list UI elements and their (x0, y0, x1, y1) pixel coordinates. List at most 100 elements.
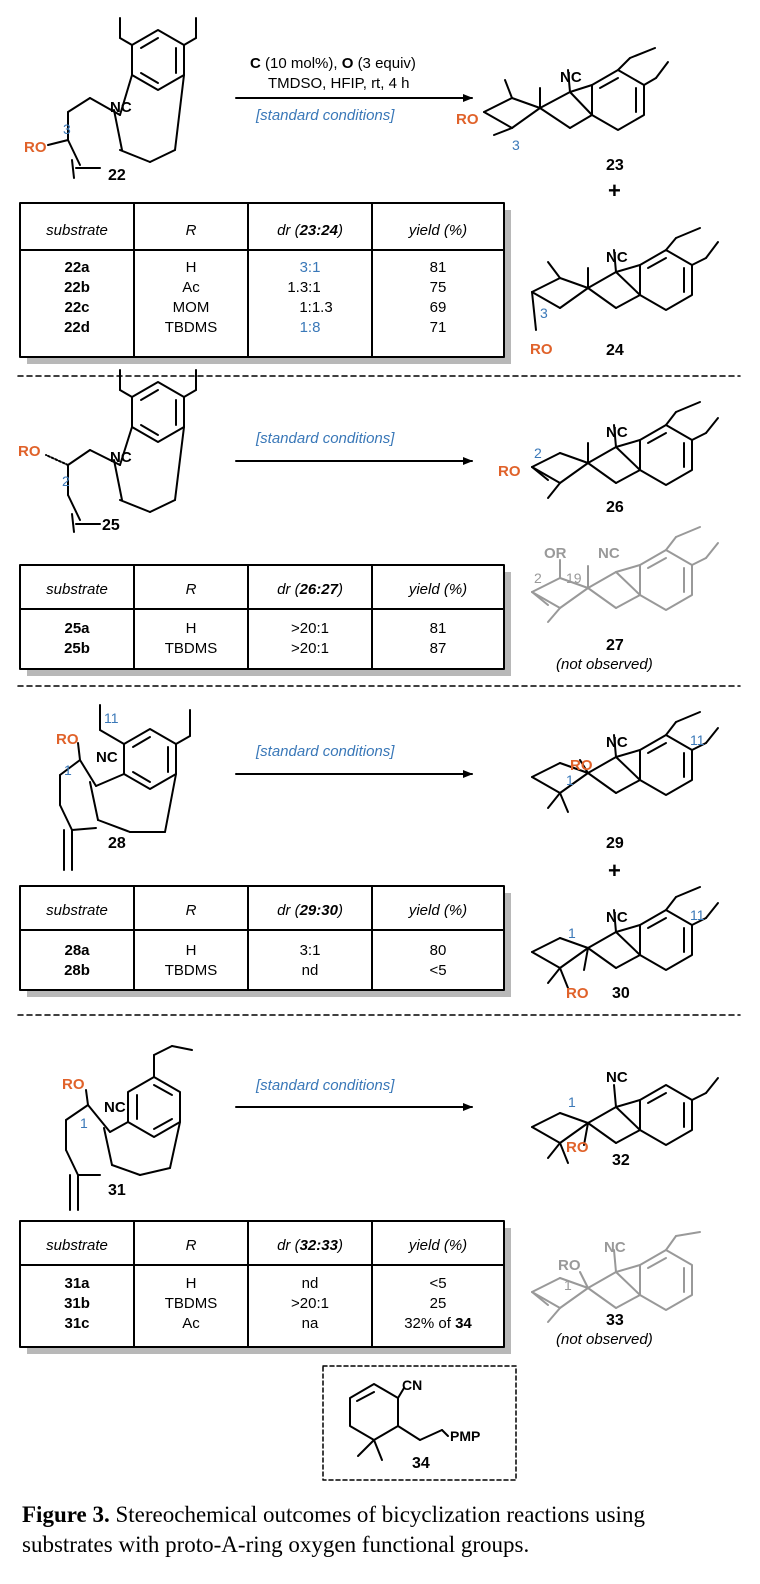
conditions-line2: TMDSO, HFIP, rt, 4 h (268, 75, 409, 92)
dr-table-23-24 (19, 202, 505, 358)
position-label: 3 (63, 121, 71, 137)
header-dr: dr (32:33) (277, 1237, 343, 1254)
compound-34-box (322, 1365, 517, 1481)
or-label: OR (544, 545, 567, 562)
svg-text:87: 87 (430, 640, 447, 657)
dr-table-32-33 (19, 1220, 505, 1348)
nc-label: NC (606, 909, 628, 926)
cn-label: CN (402, 1377, 422, 1393)
dr-table-29-30 (19, 885, 505, 991)
ro-label: RO (24, 139, 47, 156)
substrate-28-structure (59, 704, 191, 871)
compound-number: 33 (606, 1312, 624, 1329)
table-row: 28a H 3:1 80 (64, 942, 446, 959)
compound-number: 25 (102, 517, 120, 534)
svg-text:3:1: 3:1 (300, 259, 321, 276)
substrate-25-structure (45, 369, 197, 533)
svg-text:28a: 28a (64, 942, 90, 959)
header-dr: dr (29:30) (277, 902, 343, 919)
svg-text:Ac: Ac (182, 279, 200, 296)
svg-text:<5: <5 (429, 1275, 446, 1292)
nc-label: NC (606, 734, 628, 751)
header-yield: yield (%) (408, 1237, 467, 1254)
nc-label: NC (110, 99, 132, 116)
svg-text:3:1: 3:1 (300, 942, 321, 959)
nc-label: NC (606, 1069, 628, 1086)
ro-label: RO (498, 463, 521, 480)
header-dr: dr (26:27) (277, 581, 343, 598)
standard-conditions-label: [standard conditions] (255, 430, 395, 447)
position-label: 2 (62, 473, 70, 489)
product-32-structure (531, 1077, 719, 1164)
position-label: 1 (64, 762, 72, 778)
svg-text:>20:1: >20:1 (291, 640, 329, 657)
header-dr: dr (23:24) (277, 222, 343, 239)
svg-text:22d: 22d (64, 319, 90, 336)
compound-number: 27 (606, 637, 624, 654)
svg-text:Ac: Ac (182, 1315, 200, 1332)
standard-conditions-label: [standard conditions] (255, 743, 395, 760)
caption-text: Stereochemical outcomes of bicyclization… (22, 1502, 645, 1557)
not-observed-label: (not observed) (556, 1331, 653, 1348)
standard-conditions-label: [standard conditions] (255, 107, 395, 124)
compound-number: 28 (108, 835, 126, 852)
nc-label: NC (110, 449, 132, 466)
compound-number: 22 (108, 167, 126, 184)
svg-text:25a: 25a (64, 620, 90, 637)
figure-caption: Figure 3. Stereochemical outcomes of bic… (22, 1500, 740, 1560)
svg-text:28b: 28b (64, 962, 90, 979)
ro-label: RO (570, 757, 593, 774)
not-observed-label: (not observed) (556, 656, 653, 673)
header-r: R (186, 902, 197, 919)
svg-text:na: na (302, 1315, 319, 1332)
svg-text:22b: 22b (64, 279, 90, 296)
svg-text:TBDMS: TBDMS (165, 640, 218, 657)
svg-text:H: H (186, 1275, 197, 1292)
position-label: 2 (534, 570, 542, 586)
ro-label: RO (456, 111, 479, 128)
svg-text:H: H (186, 942, 197, 959)
svg-text:25: 25 (430, 1295, 447, 1312)
ro-label: RO (62, 1076, 85, 1093)
position-label: 11 (104, 710, 119, 726)
compound-number: 30 (612, 985, 630, 1002)
nc-label: NC (606, 424, 628, 441)
nc-label: NC (96, 749, 118, 766)
compound-number: 23 (606, 157, 624, 174)
position-label: 1 (80, 1115, 88, 1131)
position-label: 2 (534, 445, 542, 461)
position-label: 11 (690, 907, 705, 923)
product-26-structure (531, 401, 719, 499)
svg-text:1:1.3: 1:1.3 (299, 299, 332, 316)
product-29-structure (531, 711, 719, 813)
ro-label: RO (530, 341, 553, 358)
header-r: R (186, 1237, 197, 1254)
product-23-structure (483, 47, 669, 136)
svg-text:1.3:1: 1.3:1 (287, 279, 320, 296)
svg-text:nd: nd (302, 962, 319, 979)
header-yield: yield (%) (408, 902, 467, 919)
svg-text:32% of 34: 32% of 34 (404, 1315, 472, 1332)
header-substrate: substrate (46, 581, 108, 598)
svg-text:TBDMS: TBDMS (165, 319, 218, 336)
compound-number: 29 (606, 835, 624, 852)
ro-label: RO (566, 985, 589, 1002)
pmp-label: PMP (450, 1428, 480, 1444)
ro-label: RO (18, 443, 41, 460)
ro-label: RO (56, 731, 79, 748)
header-substrate: substrate (46, 1237, 108, 1254)
position-label: 3 (540, 305, 548, 321)
svg-text:25b: 25b (64, 640, 90, 657)
nc-label: NC (560, 69, 582, 86)
svg-text:1:8: 1:8 (300, 319, 321, 336)
svg-text:80: 80 (430, 942, 447, 959)
svg-text:<5: <5 (429, 962, 446, 979)
header-substrate: substrate (46, 902, 108, 919)
position-label: 1 (564, 1277, 572, 1293)
svg-text:>20:1: >20:1 (291, 620, 329, 637)
svg-text:22a: 22a (64, 259, 90, 276)
